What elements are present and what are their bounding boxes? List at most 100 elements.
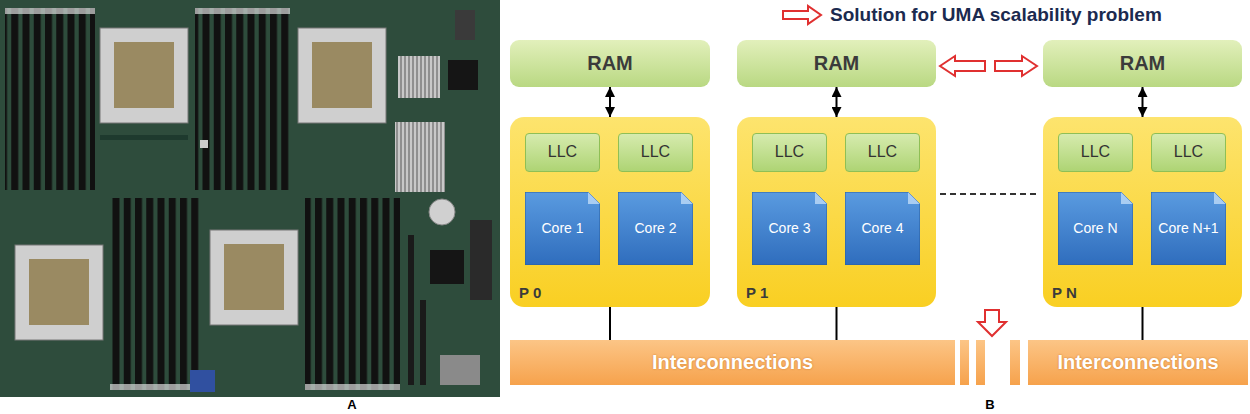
- llc-label: LLC: [775, 143, 804, 161]
- legend-arrow-sample: [780, 4, 824, 26]
- panel-letter: A: [347, 398, 356, 413]
- heatsinks: [395, 56, 445, 192]
- core-body: [618, 192, 693, 265]
- board: [0, 0, 500, 397]
- core-body: [1058, 192, 1133, 265]
- processor-tag: P 1: [746, 284, 768, 301]
- bus-link-line: [836, 307, 838, 340]
- processor-box: P N LLC LLC Core N Core N+1: [1043, 117, 1242, 307]
- slot-latch: [195, 8, 290, 14]
- interconnect-label: Interconnections: [1057, 351, 1218, 374]
- core-label: Core N: [1073, 220, 1117, 236]
- red-hollow-arrow: [995, 56, 1037, 76]
- core-label: Core N+1: [1158, 220, 1218, 236]
- core-body: [525, 192, 600, 265]
- llc-cache-box: LLC: [618, 133, 693, 172]
- core-label: Core 4: [861, 220, 903, 236]
- folded-corner: [1214, 192, 1226, 204]
- vga-port: [190, 370, 215, 392]
- cpu-sockets: [15, 28, 386, 340]
- pcie-slot: [420, 300, 426, 385]
- core-body: [845, 192, 920, 265]
- interconnect-band: Interconnections: [1028, 340, 1248, 385]
- motherboard-photo: [0, 0, 500, 397]
- ram-box: RAM: [510, 40, 710, 87]
- processor-box: P 1 LLC LLC Core 3 Core 4: [737, 117, 936, 307]
- llc-label: LLC: [548, 143, 577, 161]
- socket-pins: [224, 244, 284, 310]
- connector: [455, 10, 475, 40]
- llc-label: LLC: [641, 143, 670, 161]
- dimm-slots: [305, 198, 400, 390]
- processor-tag: P N: [1052, 284, 1077, 301]
- core-label: Core 3: [768, 220, 810, 236]
- connector: [470, 220, 492, 300]
- core-body: [1151, 192, 1226, 265]
- memory-access-arrow: [836, 87, 838, 117]
- red-hollow-arrow: [978, 310, 1006, 336]
- dimm-slots: [195, 8, 290, 190]
- dimm-slots: [110, 198, 200, 390]
- memory-slots: [5, 8, 400, 390]
- core-box: Core 2: [618, 192, 693, 265]
- core-box: Core 1: [525, 192, 600, 265]
- interconnect-band: Interconnections: [510, 340, 955, 385]
- legend-text: Solution for UMA scalability problem: [830, 4, 1162, 26]
- chip: [430, 250, 464, 284]
- board-parts: [100, 10, 492, 392]
- legend-entry: Solution for UMA scalability problem: [780, 4, 1162, 26]
- socket-pins: [312, 42, 372, 108]
- heatsink: [398, 56, 440, 98]
- llc-label: LLC: [1174, 143, 1203, 161]
- chip: [448, 60, 478, 90]
- core-box: Core 4: [845, 192, 920, 265]
- folded-corner: [681, 192, 693, 204]
- cpu-socket: [210, 230, 298, 325]
- bus-link-line: [609, 307, 611, 340]
- folded-corner: [1121, 192, 1133, 204]
- heatsink-fins: [398, 56, 440, 98]
- folded-corner: [588, 192, 600, 204]
- folded-corner: [908, 192, 920, 204]
- dimm-slots: [5, 8, 95, 190]
- cmos-battery: [429, 199, 455, 225]
- socket-pins: [29, 259, 89, 325]
- pcie-slot: [408, 235, 414, 385]
- panel-letter: B: [985, 398, 994, 413]
- memory-access-arrow: [609, 87, 611, 117]
- cpu-socket: [298, 28, 386, 123]
- core-box: Core N: [1058, 192, 1133, 265]
- processor-box: P 0 LLC LLC Core 1 Core 2: [510, 117, 710, 307]
- llc-cache-box: LLC: [525, 133, 600, 172]
- slot-latch: [110, 384, 200, 390]
- ram-label: RAM: [587, 52, 633, 75]
- llc-label: LLC: [1081, 143, 1110, 161]
- red-hollow-arrow: [783, 6, 821, 24]
- llc-cache-box: LLC: [845, 133, 920, 172]
- llc-label: LLC: [868, 143, 897, 161]
- cpu-socket: [100, 28, 188, 123]
- cpu-socket: [15, 245, 103, 340]
- slot-latch: [305, 384, 400, 390]
- core-body: [752, 192, 827, 265]
- slot-latch: [5, 8, 95, 14]
- processor-tag: P 0: [519, 284, 541, 301]
- core-box: Core N+1: [1151, 192, 1226, 265]
- ram-box: RAM: [1043, 40, 1242, 87]
- llc-cache-box: LLC: [1151, 133, 1226, 172]
- ram-box: RAM: [737, 40, 936, 87]
- ram-label: RAM: [814, 52, 860, 75]
- heatsink-fins: [395, 122, 445, 192]
- dashed-ellipsis: [940, 193, 1040, 195]
- core-label: Core 2: [634, 220, 676, 236]
- trace: [100, 135, 188, 140]
- interconnect-gap-strip: [1010, 340, 1020, 385]
- red-hollow-arrow: [940, 56, 985, 76]
- llc-cache-box: LLC: [1058, 133, 1133, 172]
- interconnect-gap-strip: [960, 340, 969, 385]
- memory-access-arrow: [1142, 87, 1144, 117]
- ram-label: RAM: [1120, 52, 1166, 75]
- folded-corner: [815, 192, 827, 204]
